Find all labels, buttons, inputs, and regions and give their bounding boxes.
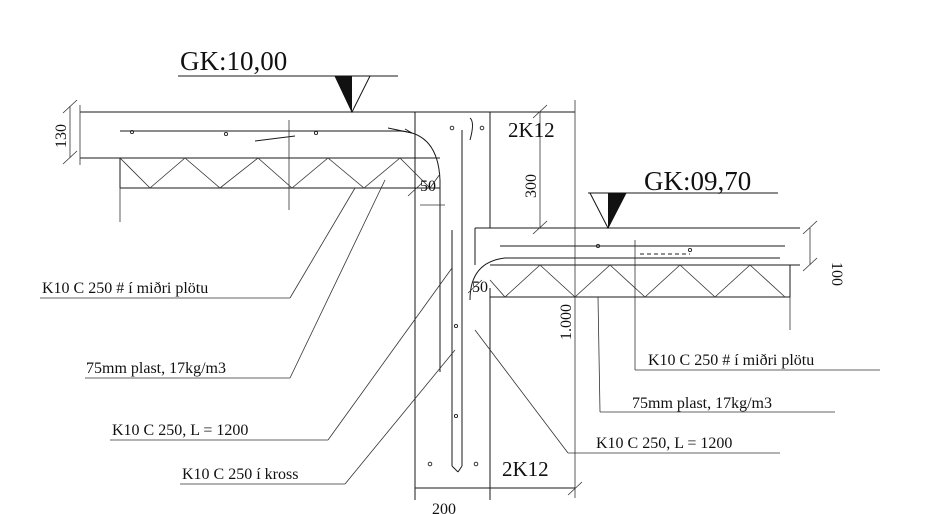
- upper-slab: [79, 105, 575, 372]
- upper-bend-bar-callout: K10 C 250, L = 1200: [112, 422, 248, 439]
- lower-slab-thickness-label: 100: [828, 262, 845, 286]
- wall-upper-height-label: 300: [523, 174, 540, 198]
- upper-insulation-callout: 75mm plast, 17kg/m3: [86, 360, 226, 377]
- bottom-bars-label: 2K12: [502, 457, 549, 481]
- dimension-lines: [62, 99, 818, 498]
- lower-slab: [469, 227, 800, 301]
- hook-lower-label: 50: [472, 279, 488, 296]
- upper-insulation: [119, 157, 441, 222]
- wall-width-label: 200: [432, 501, 456, 514]
- level-lower-label: GK:09,70: [644, 166, 751, 196]
- cross-bars-callout: K10 C 250 í kross: [182, 466, 298, 483]
- lower-slab-mesh-callout: K10 C 250 # í miðri plötu: [648, 352, 814, 369]
- top-bars-label: 2K12: [508, 118, 555, 142]
- lower-insulation-callout: 75mm plast, 17kg/m3: [632, 395, 772, 412]
- upper-slab-thickness-label: 130: [53, 124, 70, 148]
- lower-insulation: [489, 264, 791, 330]
- wall-lower-height-label: 1.000: [558, 304, 575, 340]
- wall: [414, 112, 575, 500]
- upper-slab-mesh-callout: K10 C 250 # í miðri plötu: [42, 280, 208, 297]
- hook-upper-label: 50: [420, 178, 436, 195]
- leader-lines: [40, 179, 880, 485]
- level-marker-upper: [178, 75, 398, 114]
- level-upper-label: GK:10,00: [180, 46, 287, 76]
- lower-bend-bar-callout: K10 C 250, L = 1200: [596, 435, 732, 452]
- level-marker-lower: [588, 192, 778, 230]
